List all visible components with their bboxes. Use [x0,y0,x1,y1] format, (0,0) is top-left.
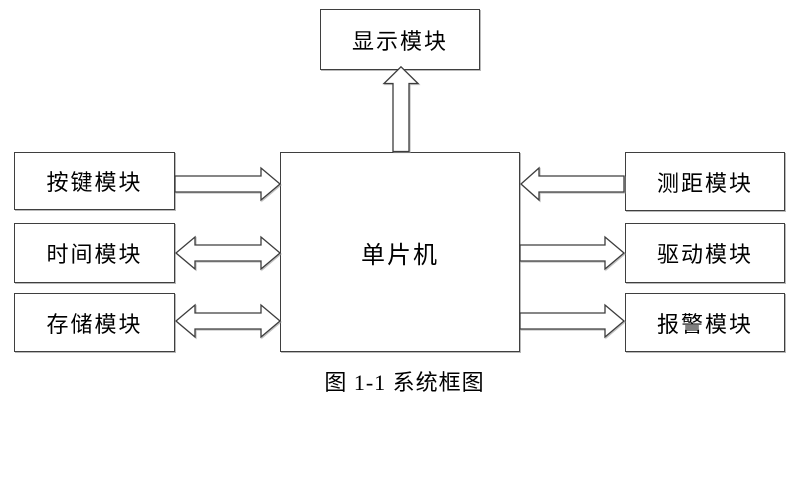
box-mcu-label: 单片机 [361,241,439,269]
box-alarm-module: 报警模块 [625,293,785,352]
box-ranging-module-label: 测距模块 [656,170,753,196]
box-alarm-module-label: 报警模块 [656,311,753,337]
box-drive-module: 驱动模块 [625,223,785,283]
arrow-right-mcu-to-alarm-icon [519,303,626,339]
box-key-module: 按键模块 [14,152,175,210]
box-storage-module: 存储模块 [14,293,175,352]
arrow-right-mcu-to-drive-icon [519,235,626,271]
box-drive-module-label: 驱动模块 [656,242,753,267]
box-mcu: 单片机 [280,152,520,352]
box-display-module: 显示模块 [320,9,480,70]
arrow-bidirectional-time-mcu-icon [174,235,282,271]
box-ranging-module: 测距模块 [625,152,785,211]
arrow-bidirectional-storage-mcu-icon [174,303,282,339]
arrow-up-mcu-to-display-icon [382,65,420,153]
arrow-right-key-to-mcu-icon [174,166,282,202]
arrow-left-ranging-to-mcu-icon [520,166,625,202]
figure-caption: 图 1-1 系统框图 [324,370,485,395]
box-display-module-label: 显示模块 [351,28,448,54]
box-time-module: 时间模块 [14,223,175,283]
box-key-module-label: 按键模块 [46,170,143,195]
box-storage-module-label: 存储模块 [46,311,143,337]
box-time-module-label: 时间模块 [46,242,143,267]
